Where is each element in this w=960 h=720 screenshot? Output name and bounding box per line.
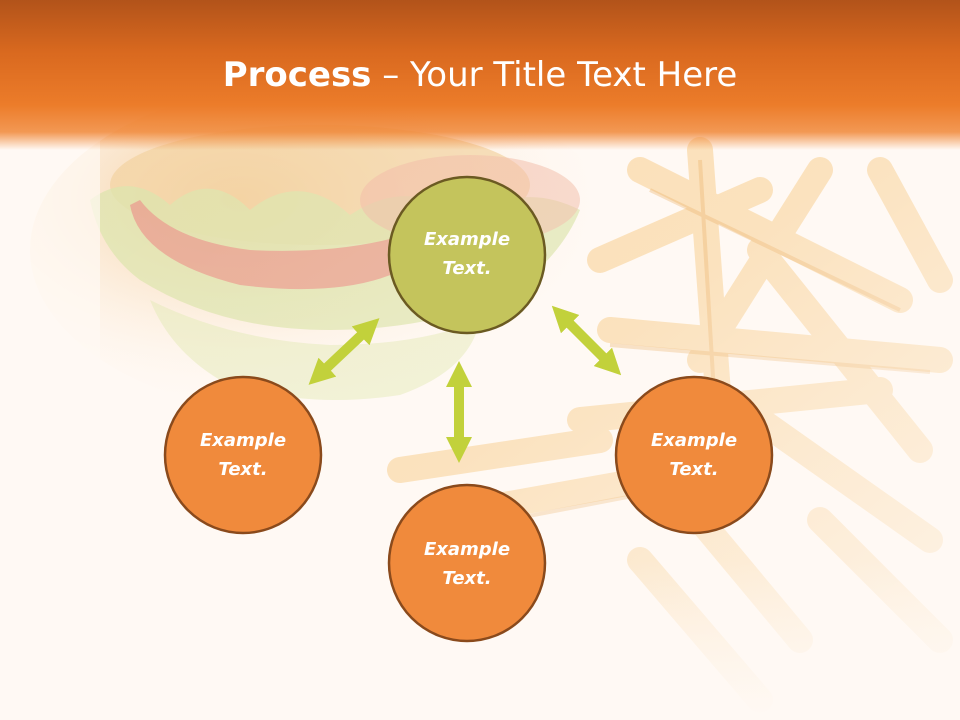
node-right-label: Example Text.: [619, 426, 769, 484]
node-bottom-label-line2: Text.: [442, 568, 492, 589]
slide-title: Process – Your Title Text Here: [0, 52, 960, 98]
title-bar: [0, 0, 960, 150]
node-right-circle: [614, 375, 774, 535]
title-bold: Process: [222, 55, 372, 95]
node-bottom-label-line1: Example: [423, 539, 511, 560]
node-right-label-line1: Example: [650, 430, 738, 451]
node-top-label-line1: Example: [423, 229, 511, 250]
node-bottom-label: Example Text.: [392, 535, 542, 593]
node-top-circle: [387, 175, 547, 335]
node-left-label-line2: Text.: [218, 459, 268, 480]
arrow-top-left: [308, 318, 380, 385]
node-top-label-line2: Text.: [442, 258, 492, 279]
title-rest: – Your Title Text Here: [371, 55, 738, 95]
node-left-circle: [163, 375, 323, 535]
node-right-label-line2: Text.: [669, 459, 719, 480]
node-top-label: Example Text.: [392, 225, 542, 283]
arrow-top-right: [551, 305, 622, 376]
node-bottom-circle: [387, 483, 547, 643]
node-left-label-line1: Example: [199, 430, 287, 451]
node-left-label: Example Text.: [168, 426, 318, 484]
